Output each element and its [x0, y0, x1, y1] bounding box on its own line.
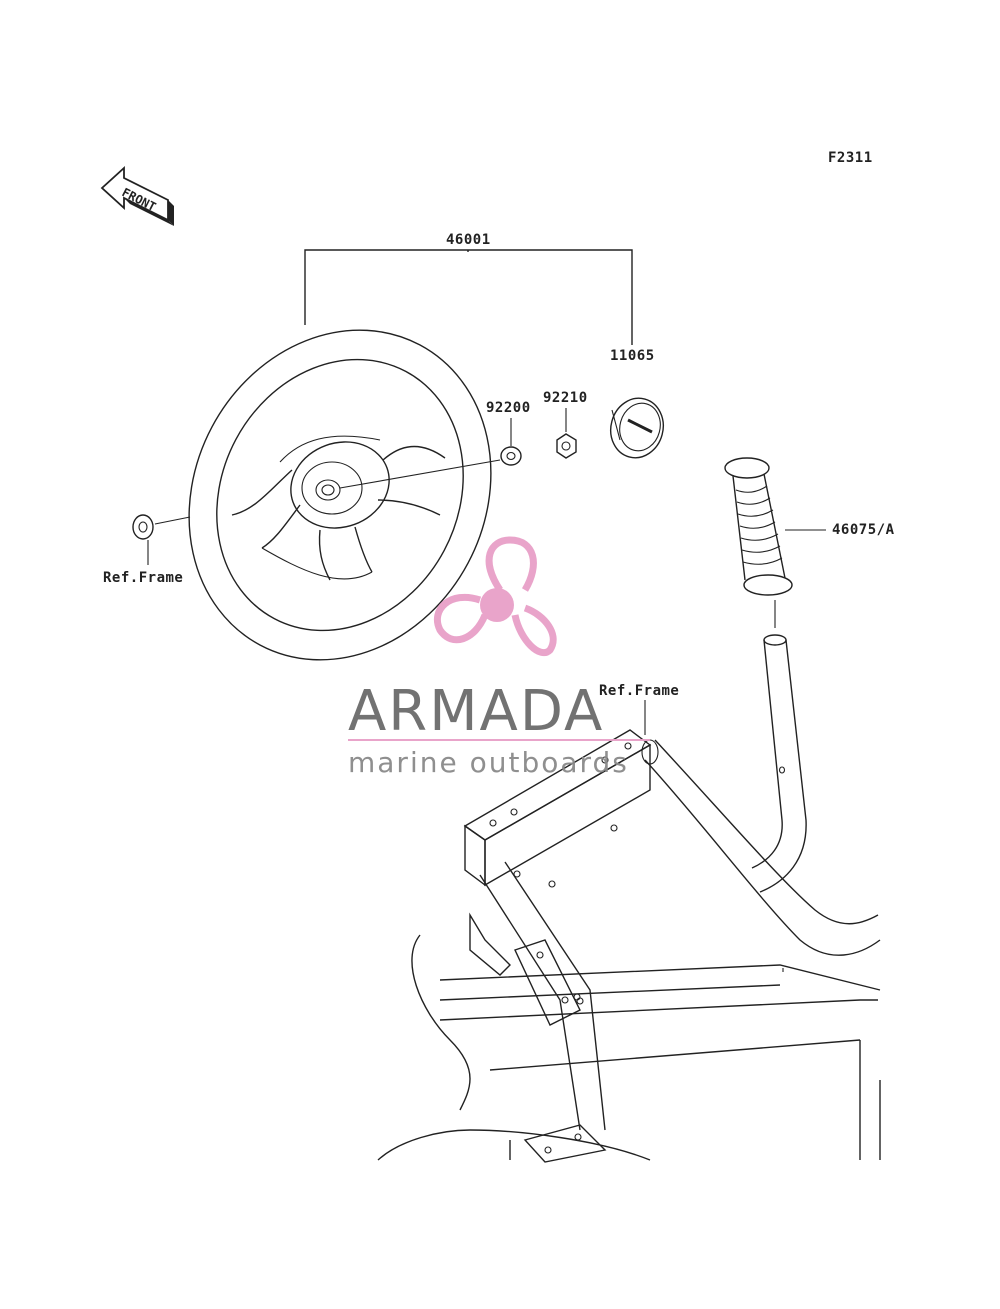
- cap-11065: [610, 397, 664, 459]
- label-11065: 11065: [610, 348, 655, 364]
- washer-92200: [500, 446, 522, 466]
- label-ref-frame-left: Ref.Frame: [103, 570, 183, 586]
- label-92200: 92200: [486, 400, 531, 416]
- steering-wheel: [188, 329, 492, 661]
- propeller-logo-icon: [433, 536, 557, 656]
- diagram-id: F2311: [828, 150, 873, 166]
- left-washer: [132, 514, 191, 565]
- nut-92210: [556, 433, 577, 459]
- bracket-46001: [304, 249, 633, 345]
- grip-46075a: [724, 457, 826, 628]
- label-46001: 46001: [446, 232, 491, 248]
- watermark-brand: ARMADA: [348, 679, 604, 744]
- front-arrow-icon: FRONT: [100, 165, 174, 226]
- armada-watermark: ARMADA marine outboards: [348, 536, 650, 779]
- label-ref-frame-center: Ref.Frame: [599, 683, 679, 699]
- label-46075a: 46075/A: [832, 522, 895, 538]
- watermark-tagline: marine outboards: [348, 746, 629, 779]
- frame-assembly: [377, 634, 881, 1163]
- label-92210: 92210: [543, 390, 588, 406]
